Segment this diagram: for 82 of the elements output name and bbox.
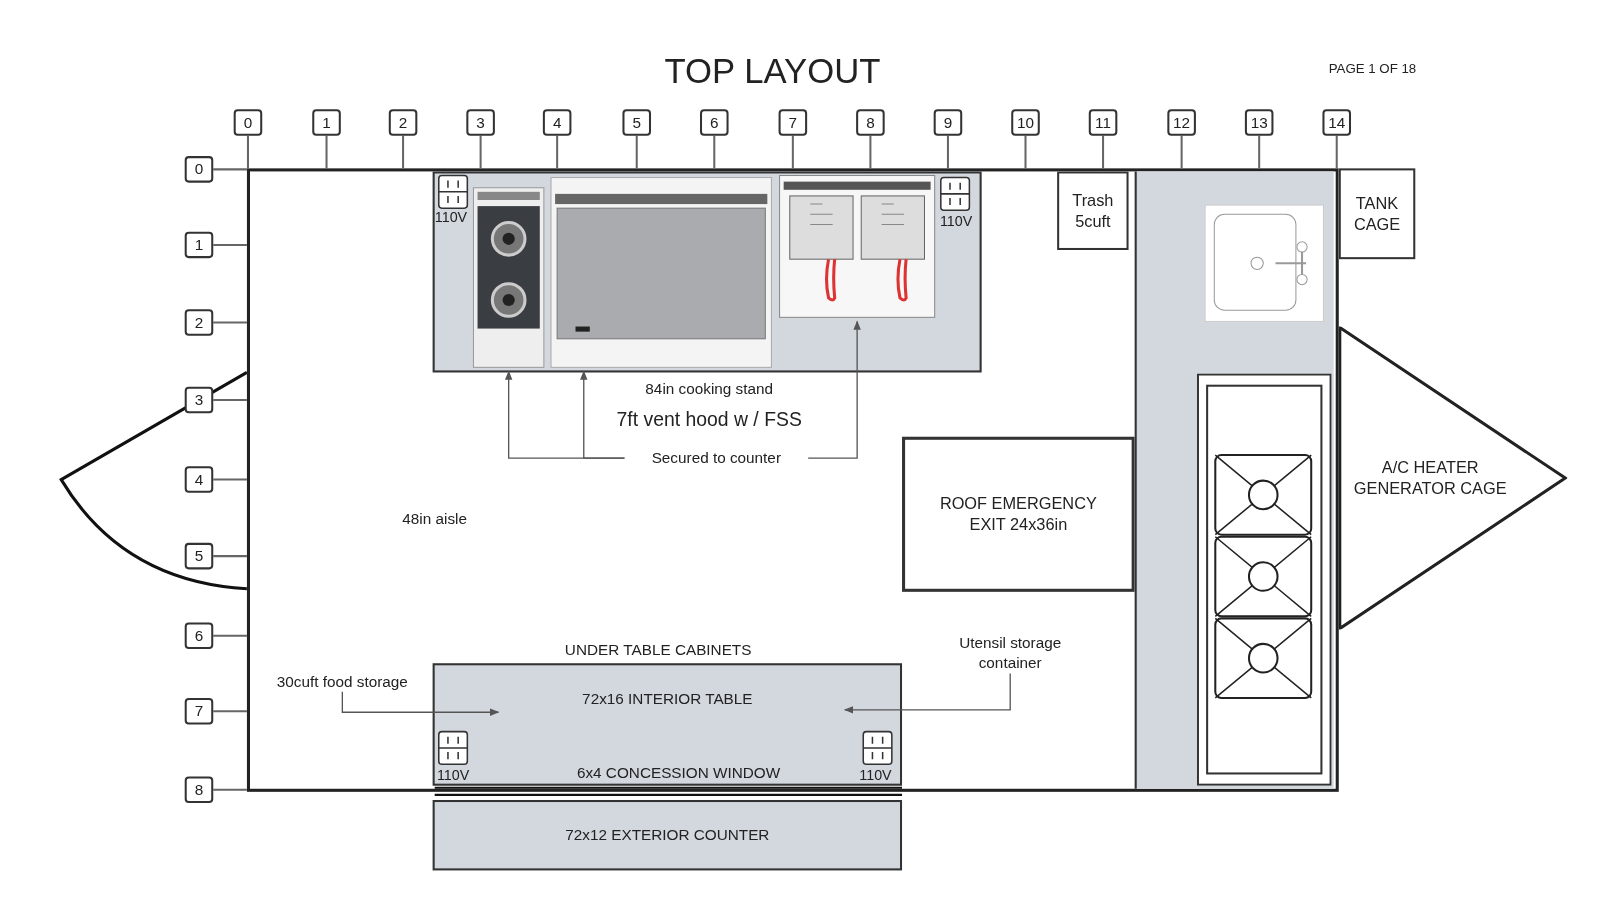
leader-arrow (341, 691, 500, 716)
grid-marker (184, 622, 214, 649)
voltage-label: 110V (938, 212, 974, 229)
cabinet-label: UNDER TABLE CABINETS (563, 640, 753, 659)
grid-number: 9 (943, 112, 953, 132)
cooking-stand-label: 84in cooking stand (644, 379, 774, 397)
grid-marker (388, 109, 418, 136)
grid-number: 3 (194, 390, 204, 410)
fryer-drawing (777, 173, 937, 320)
grid-number: 6 (194, 626, 204, 646)
grid-number: 0 (194, 159, 204, 179)
grid-number: 5 (632, 112, 641, 132)
grid-number: 1 (322, 112, 331, 132)
trailer-floor (246, 168, 1339, 792)
interior-table (432, 663, 903, 786)
box-label: Trash 5cuft (1071, 190, 1115, 232)
voltage-label: 110V (858, 766, 893, 783)
box-label: 72x12 EXTERIOR COUNTER (565, 825, 770, 845)
grid-marker (184, 231, 214, 259)
grid-number: 0 (243, 112, 253, 132)
grid-marker (184, 466, 214, 493)
grid-number: 8 (194, 780, 204, 800)
grid-marker (700, 109, 729, 136)
voltage-label: 110V (433, 209, 469, 226)
grid-marker (622, 109, 651, 136)
hood-label: 7ft vent hood w / FSS (615, 408, 803, 431)
roof-hatch (902, 436, 1135, 592)
grid-marker (1244, 109, 1274, 136)
grid-marker (1011, 109, 1040, 136)
grid-number: 2 (398, 112, 408, 132)
grid-number: 6 (710, 112, 719, 132)
grid-marker (778, 109, 808, 136)
voltage-label: 110V (435, 766, 471, 783)
leader-arrow (843, 672, 1011, 714)
grid-number: 13 (1250, 112, 1268, 132)
grid-marker (1167, 109, 1196, 136)
grid-marker (542, 109, 572, 136)
grid-marker (184, 156, 214, 183)
window-label: 6x4 CONCESSION WINDOW (575, 763, 782, 781)
grid-number: 4 (194, 470, 204, 490)
grid-marker (184, 309, 214, 336)
box-label: 72x16 INTERIOR TABLE (582, 689, 753, 709)
sink-drawing (1204, 204, 1325, 323)
grid-marker (184, 697, 214, 725)
griddle-drawing (549, 175, 774, 370)
grid-number: 10 (1017, 112, 1034, 132)
grid-number: 1 (194, 235, 204, 255)
grid-marker (184, 776, 214, 804)
grid-number: 7 (194, 701, 204, 721)
grid-marker (1322, 109, 1351, 136)
grid-number: 11 (1095, 112, 1111, 132)
title: TOP LAYOUT (663, 51, 882, 91)
range-drawing (1196, 373, 1332, 786)
grid-marker (184, 386, 214, 414)
callout-text: Utensil storage container (943, 632, 1077, 674)
callout-text: Secured to counter (624, 447, 809, 469)
callout-text: 30cuft food storage (263, 671, 422, 692)
grid-marker (233, 109, 263, 136)
exterior-counter (432, 800, 903, 871)
grid-marker (466, 109, 495, 136)
cooking-stand (432, 171, 982, 373)
grid-number: 4 (552, 112, 562, 132)
grid-marker (312, 109, 341, 136)
box-label: TANK CAGE (1352, 193, 1402, 235)
grid-marker (184, 542, 214, 570)
grid-marker (933, 109, 963, 136)
box-label: A/C HEATER GENERATOR CAGE (1352, 457, 1508, 499)
leader-arrow (580, 370, 626, 459)
grid-marker (1088, 109, 1118, 136)
grid-number: 12 (1173, 112, 1191, 132)
leader-arrow (807, 320, 861, 459)
grid-number: 8 (866, 112, 875, 132)
grid-number: 7 (788, 112, 798, 132)
grid-number: 2 (194, 312, 204, 332)
trash-bin (1057, 171, 1129, 250)
grid-number: 14 (1328, 112, 1346, 132)
box-label: ROOF EMERGENCY EXIT 24x36in (938, 493, 1098, 535)
page-number: PAGE 1 OF 18 (1327, 61, 1418, 77)
tank-cage (1338, 168, 1416, 260)
grid-number: 3 (476, 112, 485, 132)
grid-number: 5 (194, 546, 204, 566)
grid-marker (856, 109, 885, 136)
